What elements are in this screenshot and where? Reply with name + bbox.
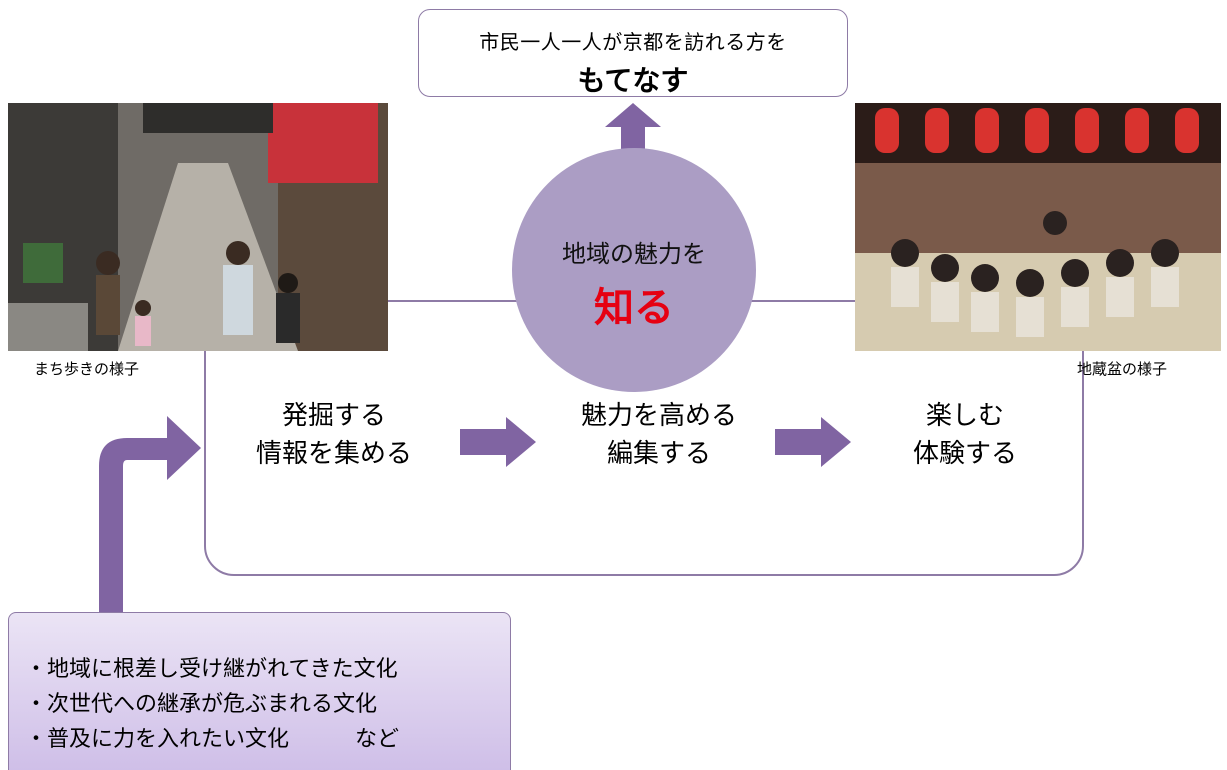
callout-text-line2: もてなす <box>577 64 689 97</box>
up-arrow-icon <box>605 103 661 155</box>
hospitality-callout: 市民一人一人が京都を訪れる方を もてなす <box>418 9 848 97</box>
step-enhance-line1: 魅力を高める <box>580 401 737 431</box>
callout-text-line1: 市民一人一人が京都を訪れる方を <box>479 30 787 54</box>
list-item: ・普及に力を入れたい文化 など <box>25 727 400 752</box>
arrow-right-icon <box>460 417 536 467</box>
circle-text-line1: 地域の魅力を <box>562 240 706 268</box>
step-enjoy-line2: 体験する <box>912 439 1017 469</box>
list-item: ・次世代への継承が危ぶまれる文化 <box>25 692 378 717</box>
step-discover-line1: 発掘する <box>281 401 386 431</box>
jizo-bon-illustration <box>855 103 1221 351</box>
town-walk-photo <box>8 103 388 351</box>
step-enjoy-line1: 楽しむ <box>925 401 1004 431</box>
step-discover-line2: 情報を集める <box>255 439 412 469</box>
town-walk-illustration <box>8 103 388 351</box>
culture-list-box: ・地域に根差し受け継がれてきた文化 ・次世代への継承が危ぶまれる文化 ・普及に力… <box>8 612 511 770</box>
step-discover: 発掘する 情報を集める <box>224 397 444 473</box>
step-enhance: 魅力を高める 編集する <box>549 397 769 473</box>
circle-text-highlight: 知る <box>594 285 674 331</box>
list-item: ・地域に根差し受け継がれてきた文化 <box>25 657 398 682</box>
jizo-bon-caption: 地蔵盆の様子 <box>1077 360 1168 378</box>
jizo-bon-photo <box>855 103 1221 351</box>
know-local-appeal-circle: 地域の魅力を 知る <box>512 148 756 392</box>
arrow-right-icon <box>775 417 851 467</box>
step-enhance-line2: 編集する <box>606 439 711 469</box>
town-walk-caption: まち歩きの様子 <box>34 360 140 378</box>
bent-up-arrow-icon <box>99 416 201 614</box>
step-enjoy: 楽しむ 体験する <box>855 397 1075 473</box>
